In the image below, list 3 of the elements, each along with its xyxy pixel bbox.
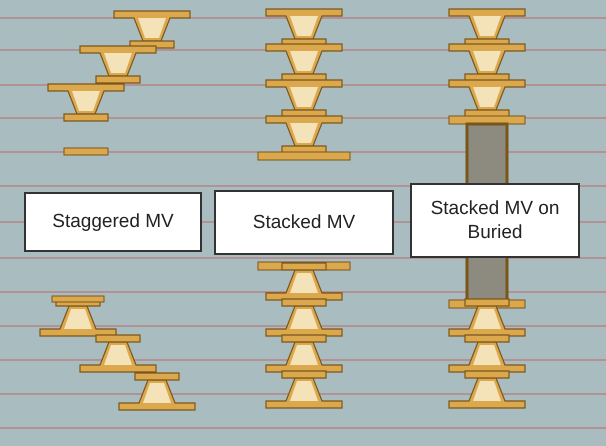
label-box: Staggered MV: [24, 192, 202, 252]
label-box: Stacked MV on Buried: [410, 183, 580, 258]
label-box: Stacked MV: [214, 190, 394, 255]
